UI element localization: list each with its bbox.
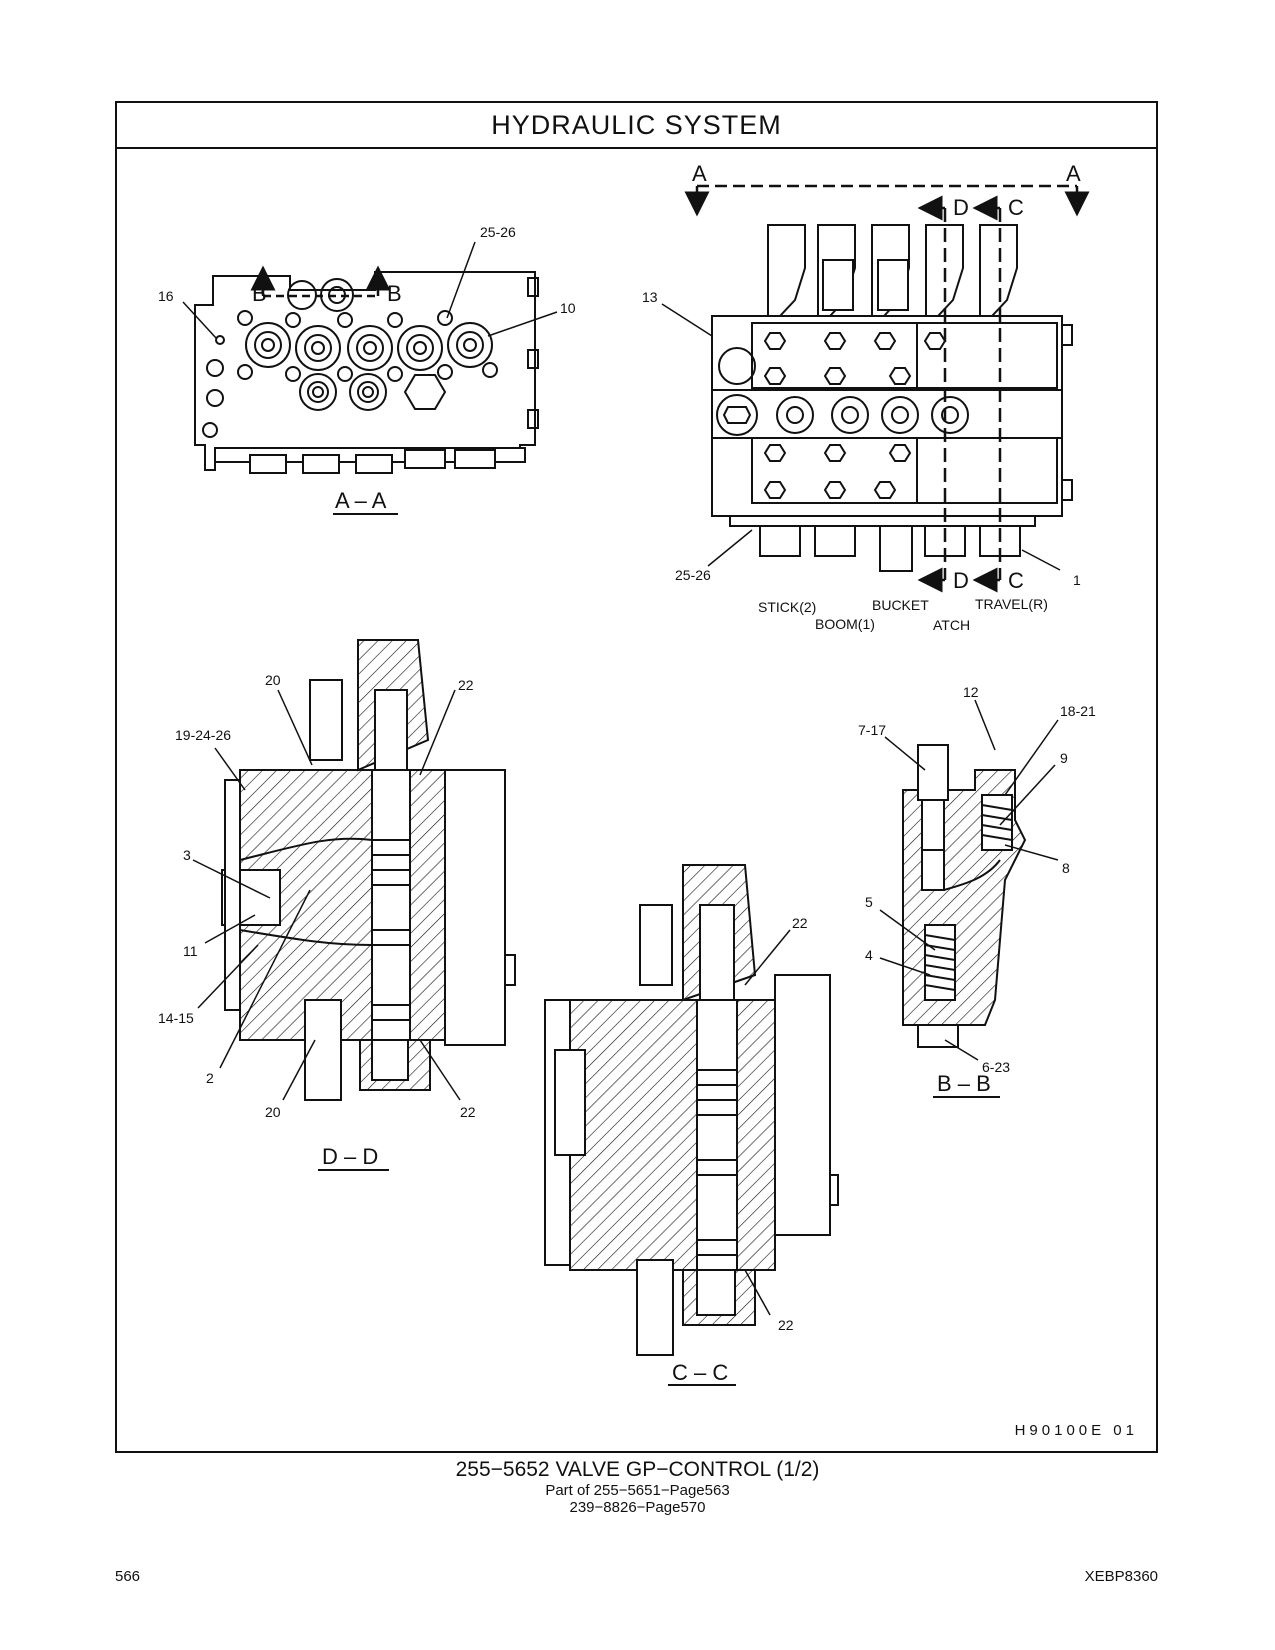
bb-callout: 9 xyxy=(1060,750,1068,766)
section-name-stick: STICK(2) xyxy=(758,599,816,615)
top-cut-label-d-bottom: D xyxy=(953,568,969,593)
dd-callout: 11 xyxy=(183,943,198,959)
page-title: HYDRAULIC SYSTEM xyxy=(117,103,1156,149)
caption-part-name: 255−5652 VALVE GP−CONTROL (1/2) xyxy=(455,1458,820,1481)
view-c-c xyxy=(544,864,839,1356)
bb-callout: 8 xyxy=(1062,860,1070,876)
view-a-a xyxy=(194,265,539,474)
cc-callout: 22 xyxy=(778,1317,794,1333)
view-d-d xyxy=(221,639,516,1101)
aa-callout: 16 xyxy=(158,288,174,304)
top-cut-label-a-left: A xyxy=(692,161,707,186)
view-b-b-leaders xyxy=(879,699,1059,1061)
cc-section-label: C – C xyxy=(672,1360,728,1385)
view-top xyxy=(684,184,1090,593)
dd-callout: 19-24-26 xyxy=(175,727,231,743)
aa-cut-label-left: B xyxy=(252,281,267,306)
view-a-a-leaders xyxy=(182,241,558,339)
top-callout: 13 xyxy=(642,289,658,305)
top-cut-label-a-right: A xyxy=(1066,161,1081,186)
section-name-boom: BOOM(1) xyxy=(815,616,875,632)
view-b-b xyxy=(902,744,1027,1048)
dd-section-label: D – D xyxy=(322,1144,378,1169)
section-name-bucket: BUCKET xyxy=(872,597,929,613)
top-callout: 25-26 xyxy=(675,567,711,583)
top-callout: 1 xyxy=(1073,572,1081,588)
bb-section-label: B – B xyxy=(937,1071,991,1096)
document-id: XEBP8360 xyxy=(1084,1568,1158,1585)
view-d-d-leaders xyxy=(192,689,461,1101)
drawing-frame: HYDRAULIC SYSTEM H90100E 01 xyxy=(115,101,1158,1453)
drawing-code: H90100E 01 xyxy=(1014,1422,1138,1439)
caption-reference: 239−8826−Page570 xyxy=(569,1499,706,1516)
bb-callout: 5 xyxy=(865,894,873,910)
aa-cut-label-right: B xyxy=(387,281,402,306)
aa-callout: 25-26 xyxy=(480,224,516,240)
top-cut-label-c-top: C xyxy=(1008,195,1024,220)
dd-callout: 22 xyxy=(460,1104,476,1120)
view-top-leaders xyxy=(661,303,1061,571)
dd-callout: 14-15 xyxy=(158,1010,194,1026)
caption-part-of: Part of 255−5651−Page563 xyxy=(545,1482,730,1499)
top-cut-label-c-bottom: C xyxy=(1008,568,1024,593)
bb-callout: 18-21 xyxy=(1060,703,1096,719)
dd-callout: 20 xyxy=(265,672,281,688)
bb-callout: 12 xyxy=(963,684,979,700)
dd-callout: 2 xyxy=(206,1070,214,1086)
dd-callout: 20 xyxy=(265,1104,281,1120)
section-name-atch: ATCH xyxy=(933,617,970,633)
top-cut-label-d-top: D xyxy=(953,195,969,220)
dd-callout: 3 xyxy=(183,847,191,863)
page-number: 566 xyxy=(115,1568,141,1585)
bb-callout: 4 xyxy=(865,947,873,963)
dd-callout: 22 xyxy=(458,677,474,693)
bb-callout: 6-23 xyxy=(982,1059,1010,1075)
view-c-c-leaders xyxy=(744,929,791,1316)
cc-callout: 22 xyxy=(792,915,808,931)
aa-callout: 10 xyxy=(560,300,576,316)
bb-callout: 7-17 xyxy=(858,722,886,738)
section-name-travel: TRAVEL(R) xyxy=(975,596,1048,612)
aa-section-label: A – A xyxy=(335,488,387,513)
